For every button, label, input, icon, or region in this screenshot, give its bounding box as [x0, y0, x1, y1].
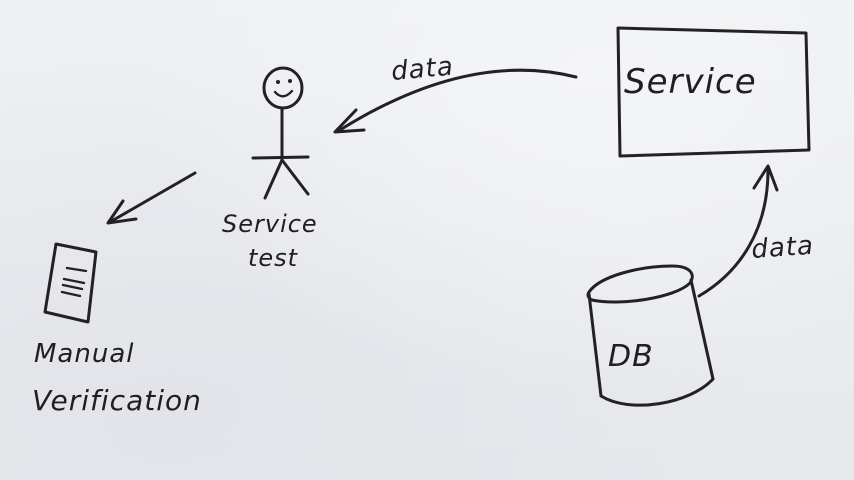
db-cylinder-bottom — [599, 377, 715, 407]
db-label: DB — [608, 339, 654, 374]
stick-figure-eye-left — [276, 80, 280, 84]
stick-figure-smile — [273, 89, 294, 98]
db-node: DB — [586, 264, 715, 407]
db-to-service-edge: data — [697, 164, 815, 298]
db-to-service-label: data — [750, 231, 815, 265]
stick-figure-eye-right — [288, 79, 292, 83]
stick-figure-left-leg — [263, 158, 284, 200]
document-lines — [60, 277, 86, 298]
manual-verification-node: Manual Verification — [32, 242, 202, 417]
service-box — [616, 26, 811, 158]
service-label: Service — [624, 62, 757, 102]
tester-to-document-arrow-line — [108, 171, 197, 224]
stick-figure-arms — [251, 155, 310, 160]
stick-figure-right-leg — [280, 158, 310, 196]
db-cylinder-right-side — [689, 278, 715, 381]
document-line-1 — [65, 266, 88, 273]
db-cylinder-top — [586, 264, 694, 304]
db-to-service-arrowhead — [752, 164, 779, 192]
service-test-label-line2: test — [248, 244, 299, 272]
service-test-figure: Service test — [222, 66, 318, 272]
manual-verification-label-line2: Verification — [32, 384, 202, 417]
tester-to-document-edge — [106, 171, 197, 225]
document-icon-outline — [43, 242, 98, 324]
service-node: Service — [616, 26, 811, 158]
stick-figure-head — [262, 66, 304, 110]
service-to-tester-arrowhead — [333, 108, 366, 134]
manual-verification-label-line1: Manual — [34, 339, 134, 369]
db-to-service-arrow-line — [697, 168, 770, 298]
service-to-tester-label: data — [390, 52, 455, 87]
service-to-tester-edge: data — [333, 52, 578, 134]
tester-to-document-arrowhead — [106, 199, 138, 225]
service-test-label-line1: Service — [222, 210, 318, 238]
service-to-tester-arrow-line — [338, 68, 578, 132]
db-cylinder-left-side — [587, 292, 603, 398]
